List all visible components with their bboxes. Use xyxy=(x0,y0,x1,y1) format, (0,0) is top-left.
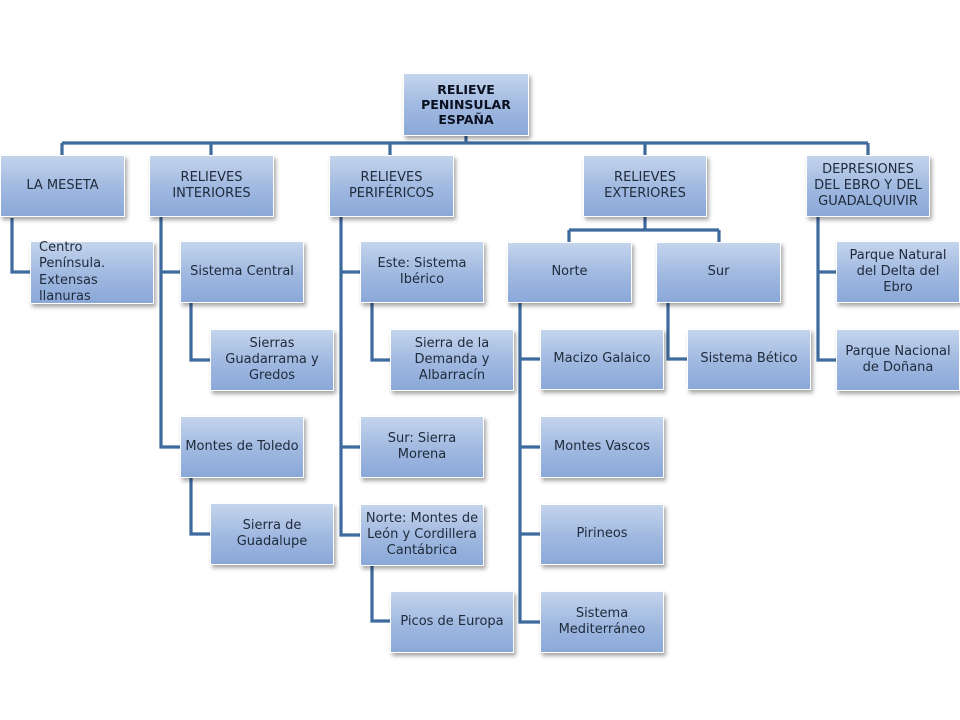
node-picos-de-europa: Picos de Europa xyxy=(390,591,514,653)
node-relieves-interiores: RELIEVES INTERIORES xyxy=(149,155,274,217)
node-macizo-galaico: Macizo Galaico xyxy=(540,329,664,390)
node-norte-montes-leon: Norte: Montes de León y Cordillera Cantá… xyxy=(360,504,484,566)
node-exteriores-sur: Sur xyxy=(656,242,781,303)
node-relieves-perifericos: RELIEVES PERIFÉRICOS xyxy=(329,155,454,217)
node-sierras-guadarrama-gredos: Sierras Guadarrama y Gredos xyxy=(210,329,334,391)
node-sistema-mediterraneo: Sistema Mediterráneo xyxy=(540,591,664,653)
node-depresiones: DEPRESIONES DEL EBRO Y DEL GUADALQUIVIR xyxy=(806,155,930,217)
meseta-detail-line-2: Extensas llanuras xyxy=(39,272,98,304)
node-este-sistema-iberico: Este: Sistema Ibérico xyxy=(360,241,484,303)
meseta-detail-line-1: Centro Península. xyxy=(39,240,106,272)
node-sierra-demanda-albarracin: Sierra de la Demanda y Albarracín xyxy=(390,329,514,391)
node-relieves-exteriores: RELIEVES EXTERIORES xyxy=(583,155,707,217)
root-node: RELIEVE PENINSULAR ESPAÑA xyxy=(403,73,529,136)
node-montes-vascos: Montes Vascos xyxy=(540,416,664,478)
node-sur-sierra-morena: Sur: Sierra Morena xyxy=(360,416,484,478)
node-sistema-betico: Sistema Bético xyxy=(687,329,811,390)
node-delta-del-ebro: Parque Natural del Delta del Ebro xyxy=(836,241,960,303)
node-sierra-de-guadalupe: Sierra de Guadalupe xyxy=(210,503,334,565)
node-meseta-detail: Centro Península. Extensas llanuras xyxy=(30,240,154,304)
node-montes-de-toledo: Montes de Toledo xyxy=(180,416,304,478)
node-donana: Parque Nacional de Doñana xyxy=(836,329,960,391)
node-pirineos: Pirineos xyxy=(540,504,664,565)
node-exteriores-norte: Norte xyxy=(507,242,632,303)
node-la-meseta: LA MESETA xyxy=(0,155,125,217)
node-sistema-central: Sistema Central xyxy=(180,241,304,303)
